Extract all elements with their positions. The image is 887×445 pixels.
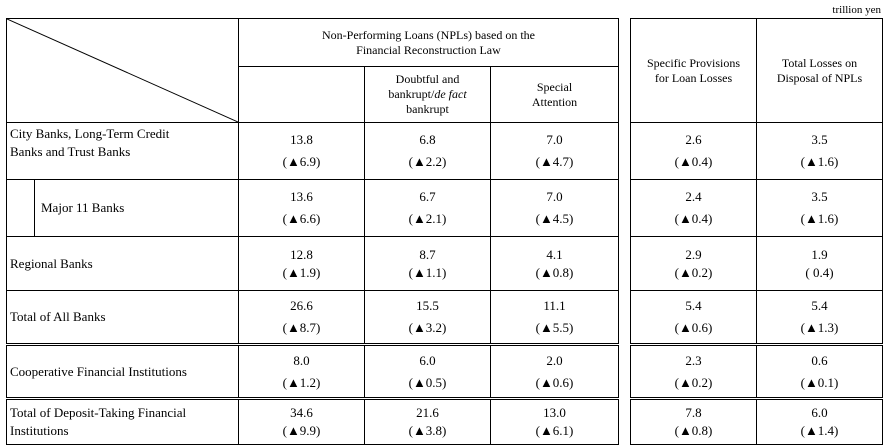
row-label: Cooperative Financial Institutions bbox=[6, 343, 239, 399]
losses-cell: 3.5(▲1.6) bbox=[756, 122, 883, 180]
table-row: 5.4(▲0.6) 5.4(▲1.3) bbox=[630, 290, 883, 345]
row-label: Major 11 Banks bbox=[34, 179, 239, 237]
table-row: Major 11 Banks 13.6(▲6.6) 6.7(▲2.1) 7.0(… bbox=[6, 179, 619, 237]
corner-header bbox=[6, 18, 239, 123]
provisions-cell: 2.9(▲0.2) bbox=[630, 236, 757, 291]
npl-cell: 34.6(▲9.9) bbox=[238, 397, 365, 445]
doubtful-header: Doubtful and bankrupt/de fact bankrupt bbox=[364, 66, 491, 123]
npl-cell: 26.6(▲8.7) bbox=[238, 290, 365, 345]
special-cell: 13.0(▲6.1) bbox=[490, 397, 619, 445]
losses-cell: 5.4(▲1.3) bbox=[756, 290, 883, 345]
doubtful-cell: 15.5(▲3.2) bbox=[364, 290, 491, 345]
doubtful-cell: 6.8(▲2.2) bbox=[364, 122, 491, 180]
losses-cell: 3.5(▲1.6) bbox=[756, 179, 883, 237]
doubtful-cell: 6.0(▲0.5) bbox=[364, 343, 491, 399]
table-row: 2.9(▲0.2) 1.9( 0.4) bbox=[630, 236, 883, 291]
losses-cell: 6.0(▲1.4) bbox=[756, 397, 883, 445]
npl-table: Non-Performing Loans (NPLs) based on the… bbox=[6, 18, 619, 445]
provisions-cell: 5.4(▲0.6) bbox=[630, 290, 757, 345]
special-cell: 2.0(▲0.6) bbox=[490, 343, 619, 399]
provisions-cell: 2.3(▲0.2) bbox=[630, 343, 757, 399]
diagonal-line bbox=[7, 19, 238, 122]
indent-spacer bbox=[6, 179, 35, 237]
npl-cell: 8.0(▲1.2) bbox=[238, 343, 365, 399]
doubtful-cell: 21.6(▲3.8) bbox=[364, 397, 491, 445]
special-cell: 4.1(▲0.8) bbox=[490, 236, 619, 291]
table-row: 2.4(▲0.4) 3.5(▲1.6) bbox=[630, 179, 883, 237]
provisions-cell: 2.6(▲0.4) bbox=[630, 122, 757, 180]
unit-label: trillion yen bbox=[832, 4, 881, 16]
provisions-cell: 7.8(▲0.8) bbox=[630, 397, 757, 445]
table-row: 2.3(▲0.2) 0.6(▲0.1) bbox=[630, 343, 883, 399]
npl-group-header: Non-Performing Loans (NPLs) based on the… bbox=[238, 18, 619, 67]
table-row: 7.8(▲0.8) 6.0(▲1.4) bbox=[630, 397, 883, 445]
special-cell: 7.0(▲4.5) bbox=[490, 179, 619, 237]
special-cell: 11.1(▲5.5) bbox=[490, 290, 619, 345]
npl-header bbox=[238, 66, 365, 123]
table-row: Regional Banks 12.8(▲1.9) 8.7(▲1.1) 4.1(… bbox=[6, 236, 619, 291]
row-label: Total of All Banks bbox=[6, 290, 239, 345]
npl-cell: 12.8(▲1.9) bbox=[238, 236, 365, 291]
provisions-cell: 2.4(▲0.4) bbox=[630, 179, 757, 237]
doubtful-cell: 6.7(▲2.1) bbox=[364, 179, 491, 237]
doubtful-cell: 8.7(▲1.1) bbox=[364, 236, 491, 291]
losses-cell: 0.6(▲0.1) bbox=[756, 343, 883, 399]
table-row: Cooperative Financial Institutions 8.0(▲… bbox=[6, 343, 619, 399]
table-row: 2.6(▲0.4) 3.5(▲1.6) bbox=[630, 122, 883, 180]
npl-cell: 13.6(▲6.6) bbox=[238, 179, 365, 237]
special-cell: 7.0(▲4.7) bbox=[490, 122, 619, 180]
table-row: Total of All Banks 26.6(▲8.7) 15.5(▲3.2)… bbox=[6, 290, 619, 345]
losses-cell: 1.9( 0.4) bbox=[756, 236, 883, 291]
row-label: Regional Banks bbox=[6, 236, 239, 291]
npl-cell: 13.8(▲6.9) bbox=[238, 122, 365, 180]
